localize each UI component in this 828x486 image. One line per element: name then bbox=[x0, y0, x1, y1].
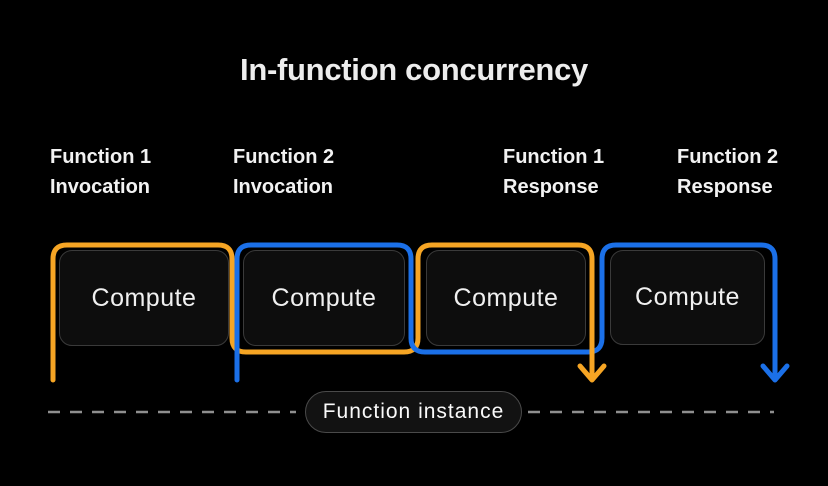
label-function2-invocation: Function 2 Invocation bbox=[233, 142, 334, 202]
compute-box-3: Compute bbox=[426, 250, 586, 346]
label-function2-invocation-line2: Invocation bbox=[233, 176, 334, 198]
compute-box-3-label: Compute bbox=[453, 283, 559, 312]
label-function2-response-line2: Response bbox=[677, 176, 773, 198]
compute-box-1-label: Compute bbox=[91, 283, 197, 312]
label-function2-response-line1: Function 2 bbox=[677, 146, 779, 168]
diagram-title: In-function concurrency bbox=[240, 52, 588, 87]
label-function1-invocation: Function 1 Invocation bbox=[50, 142, 151, 202]
compute-box-4: Compute bbox=[610, 250, 765, 345]
label-function1-invocation-line2: Invocation bbox=[50, 176, 151, 198]
function-instance-pill-label: Function instance bbox=[322, 400, 505, 423]
label-function1-response: Function 1 Response bbox=[503, 142, 604, 202]
label-function2-response: Function 2 Response bbox=[677, 142, 778, 202]
compute-box-1: Compute bbox=[59, 250, 229, 346]
compute-box-2-label: Compute bbox=[271, 283, 377, 312]
compute-box-2: Compute bbox=[243, 250, 405, 346]
label-function2-invocation-line1: Function 2 bbox=[233, 146, 335, 168]
compute-box-4-label: Compute bbox=[635, 283, 740, 311]
function2-arrow-down-icon bbox=[760, 363, 790, 383]
function1-arrow-down-icon bbox=[577, 363, 607, 383]
label-function1-invocation-line1: Function 1 bbox=[50, 146, 152, 168]
label-function1-response-line1: Function 1 bbox=[503, 146, 605, 168]
function-instance-pill: Function instance bbox=[305, 391, 522, 433]
label-function1-response-line2: Response bbox=[503, 176, 599, 198]
